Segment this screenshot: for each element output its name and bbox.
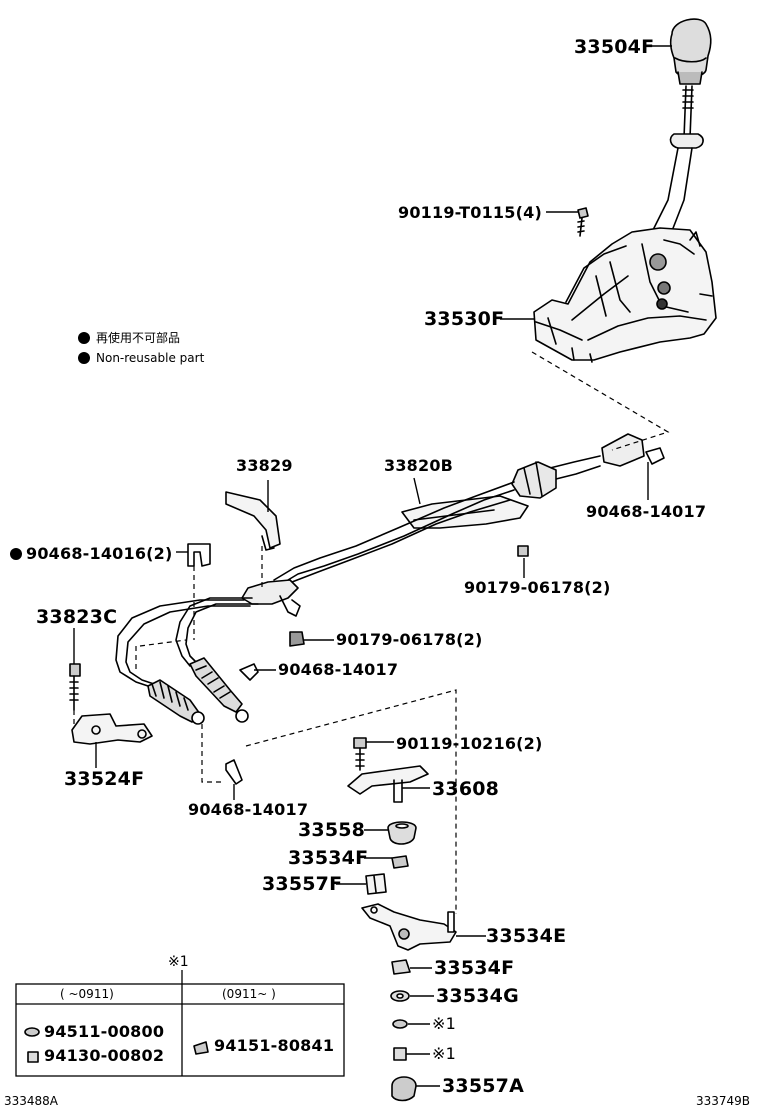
lever-33608-drawing <box>347 765 429 803</box>
callout-clip-lower[interactable]: 90468-14017 <box>188 800 309 819</box>
callout-bolt-lower[interactable]: 90119-10216(2) <box>396 734 543 753</box>
callout-clip-right[interactable]: 90468-14017 <box>586 502 707 521</box>
table-col-1-head: ( ~0911) <box>60 987 114 1001</box>
callout-bracket-top[interactable]: 33829 <box>236 456 293 475</box>
shift-knob-drawing <box>669 18 712 85</box>
table-col-2-head: (0911~ ) <box>222 987 276 1001</box>
non-reusable-dot-icon <box>78 352 90 364</box>
table-icons-drawing <box>24 1027 209 1063</box>
non-reusable-dot-icon <box>10 548 22 560</box>
callout-note-washer: ※1 <box>432 1014 456 1033</box>
small-parts-drawing <box>390 959 417 1102</box>
callout-bushing-b[interactable]: 33557A <box>442 1075 525 1097</box>
callout-clip-left[interactable]: 90468-14016(2) <box>26 544 173 563</box>
nut-drawings <box>289 545 529 647</box>
callout-retainer[interactable]: 33557F <box>262 873 343 895</box>
table-right-part-1[interactable]: 94151-80841 <box>214 1036 335 1055</box>
clip-lower-drawing <box>225 759 243 785</box>
shift-lever-base-drawing <box>533 227 717 363</box>
callout-clip-left-group: 90468-14016(2) <box>10 544 173 564</box>
callout-shift-lever[interactable]: 33530F <box>424 308 505 330</box>
dashed-guides <box>73 351 670 914</box>
callout-bellcrank[interactable]: 33534E <box>486 925 567 947</box>
legend-en: Non-reusable part <box>78 350 204 366</box>
callout-washer[interactable]: 33534G <box>436 985 519 1007</box>
bolt-lower-drawing <box>353 737 367 771</box>
table-left-part-1[interactable]: 94511-00800 <box>44 1022 165 1041</box>
callout-bushing-a[interactable]: 33558 <box>298 819 366 841</box>
callout-nut-center[interactable]: 90179-06178(2) <box>336 630 483 649</box>
bracket-lower-left-drawing <box>69 663 153 745</box>
bellcrank-drawing <box>361 903 457 951</box>
footer-left-code: 333488A <box>4 1094 59 1108</box>
compat-table-frame <box>15 970 345 1077</box>
legend-en-text: Non-reusable part <box>96 351 205 365</box>
callout-collar-b[interactable]: 33534F <box>434 957 515 979</box>
non-reusable-dot-icon <box>78 332 90 344</box>
legend-ja: 再使用不可部品 <box>78 330 180 346</box>
clip-left-drawing <box>187 543 211 567</box>
callout-bracket-left[interactable]: 33823C <box>36 606 118 628</box>
callout-clip-center[interactable]: 90468-14017 <box>278 660 399 679</box>
legend-ja-text: 再使用不可部品 <box>96 331 181 345</box>
callout-lever-sub[interactable]: 33608 <box>432 778 500 800</box>
callout-knob[interactable]: 33504F <box>574 36 655 58</box>
bolt-top-drawing <box>577 207 589 237</box>
clip-right-drawing <box>645 447 665 465</box>
table-left-part-2[interactable]: 94130-00802 <box>44 1046 165 1065</box>
footer-right-code: 333749B <box>696 1094 751 1108</box>
callout-bracket-lower-left[interactable]: 33524F <box>64 768 145 790</box>
callout-cable-assy[interactable]: 33820B <box>384 456 454 475</box>
shift-lever-rod-drawing <box>651 85 704 237</box>
retainer-drawing <box>365 873 387 895</box>
clip-center-drawing <box>239 663 259 681</box>
callout-note-nut: ※1 <box>432 1044 456 1063</box>
table-note: ※1 <box>168 954 189 970</box>
leader-lines <box>73 45 672 1087</box>
bushing-33558-drawing <box>387 821 417 845</box>
callout-nut-mid-right[interactable]: 90179-06178(2) <box>464 578 611 597</box>
callout-collar-a[interactable]: 33534F <box>288 847 369 869</box>
bracket-33829-drawing <box>225 491 281 551</box>
collar-a-drawing <box>391 855 409 869</box>
cable-assy-drawing <box>115 433 645 725</box>
callout-bolt-top[interactable]: 90119-T0115(4) <box>398 203 542 222</box>
